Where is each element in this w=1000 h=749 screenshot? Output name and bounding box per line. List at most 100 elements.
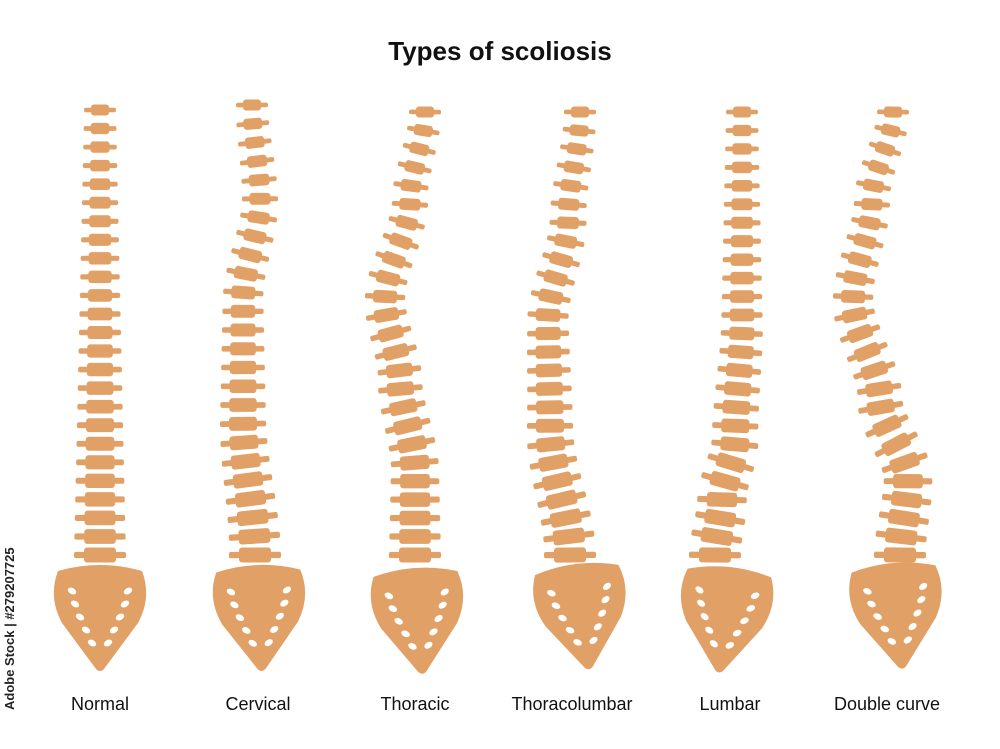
vertebra — [556, 160, 591, 175]
vertebra — [79, 289, 121, 302]
vertebra — [721, 308, 763, 322]
vertebra — [222, 323, 264, 337]
vertebra — [75, 473, 125, 488]
sacral-foramen — [725, 642, 735, 649]
sacral-foramen — [230, 601, 239, 609]
vertebra — [547, 233, 585, 249]
vertebra — [368, 269, 408, 287]
vertebra — [530, 288, 571, 305]
sacral-foramen — [280, 599, 289, 607]
sacral-foramen — [558, 614, 567, 622]
sacral-foramen — [573, 639, 582, 646]
sacral-foramen — [440, 588, 449, 596]
vertebra — [881, 490, 932, 509]
vertebra — [219, 416, 267, 431]
vertebra — [527, 326, 570, 341]
vertebra — [76, 418, 124, 433]
sacral-foramen — [75, 613, 85, 621]
vertebra — [228, 547, 282, 563]
vertebra — [560, 142, 594, 156]
vertebra — [527, 308, 569, 322]
vertebra — [688, 547, 742, 563]
sacral-foramen — [903, 636, 912, 644]
vertebra — [81, 233, 119, 246]
vertebra — [717, 362, 762, 378]
sacrum — [533, 562, 626, 670]
vertebra — [526, 345, 570, 359]
sacral-foramen — [598, 609, 607, 617]
page-title: Types of scoliosis — [388, 36, 612, 66]
vertebra — [227, 508, 278, 527]
label-double-curve: Double curve — [833, 694, 941, 714]
sacral-foramen — [235, 614, 245, 622]
sacral-foramen — [700, 613, 709, 621]
vertebra — [76, 455, 124, 470]
vertebra — [543, 527, 595, 546]
sacrum — [212, 564, 306, 671]
vertebra — [241, 173, 277, 187]
sacral-foramen — [264, 639, 273, 647]
vertebra — [388, 214, 425, 231]
vertebra — [712, 418, 759, 434]
vertebra — [75, 492, 125, 507]
sacral-foramen — [384, 592, 394, 600]
sacral-foramen — [424, 641, 433, 649]
sacral-foramen — [601, 596, 610, 604]
vertebra — [720, 326, 763, 341]
vertebra — [231, 246, 270, 264]
sacral-foramen — [394, 617, 403, 625]
spine-normal — [53, 104, 147, 671]
vertebra — [723, 235, 761, 248]
sacral-foramen — [867, 600, 876, 608]
sacral-foramen — [602, 582, 611, 591]
vertebra — [236, 228, 274, 245]
sacral-foramen — [709, 640, 718, 648]
vertebra — [883, 473, 933, 489]
vertebra — [77, 381, 123, 395]
vertebra — [832, 289, 874, 304]
sacral-foramen — [919, 582, 928, 591]
vertebra — [76, 436, 124, 451]
vertebra — [391, 197, 428, 211]
vertebra — [543, 547, 597, 563]
vertebra — [374, 343, 417, 361]
vertebra — [840, 251, 879, 268]
vertebra — [83, 122, 117, 135]
vertebra — [719, 344, 763, 360]
vertebra — [721, 290, 763, 303]
sacral-foramen — [589, 636, 598, 645]
vertebra — [228, 528, 281, 545]
vertebra — [220, 379, 266, 394]
vertebra — [81, 215, 119, 228]
sacral-foramen — [917, 596, 926, 604]
vertebra — [865, 414, 909, 438]
sacrum — [53, 565, 147, 671]
vertebra — [701, 471, 749, 492]
vertebra — [875, 527, 927, 546]
vertebra — [221, 452, 270, 470]
spine-lumbar — [680, 106, 774, 673]
sacral-foramen — [695, 586, 704, 594]
vertebra — [79, 307, 121, 321]
vertebra — [846, 233, 884, 250]
vertebra — [715, 381, 760, 397]
vertebra — [697, 492, 747, 508]
vertebra — [695, 508, 746, 528]
sacral-foramen — [388, 605, 398, 612]
sacral-foramen — [438, 601, 447, 609]
label-thoracolumbar: Thoracolumbar — [511, 694, 633, 714]
spine-thoracolumbar — [526, 106, 626, 670]
vertebra — [393, 179, 429, 193]
vertebra — [385, 416, 431, 436]
vertebra — [722, 253, 762, 266]
vertebra — [389, 529, 441, 544]
sacral-foramen — [87, 639, 97, 647]
vertebra — [856, 380, 902, 398]
vertebra — [876, 106, 910, 118]
vertebra — [220, 434, 268, 451]
vertebra — [713, 399, 759, 415]
sacral-foramen — [880, 625, 889, 633]
vertebra — [80, 270, 120, 284]
vertebra — [83, 141, 117, 153]
vertebra — [74, 529, 126, 544]
